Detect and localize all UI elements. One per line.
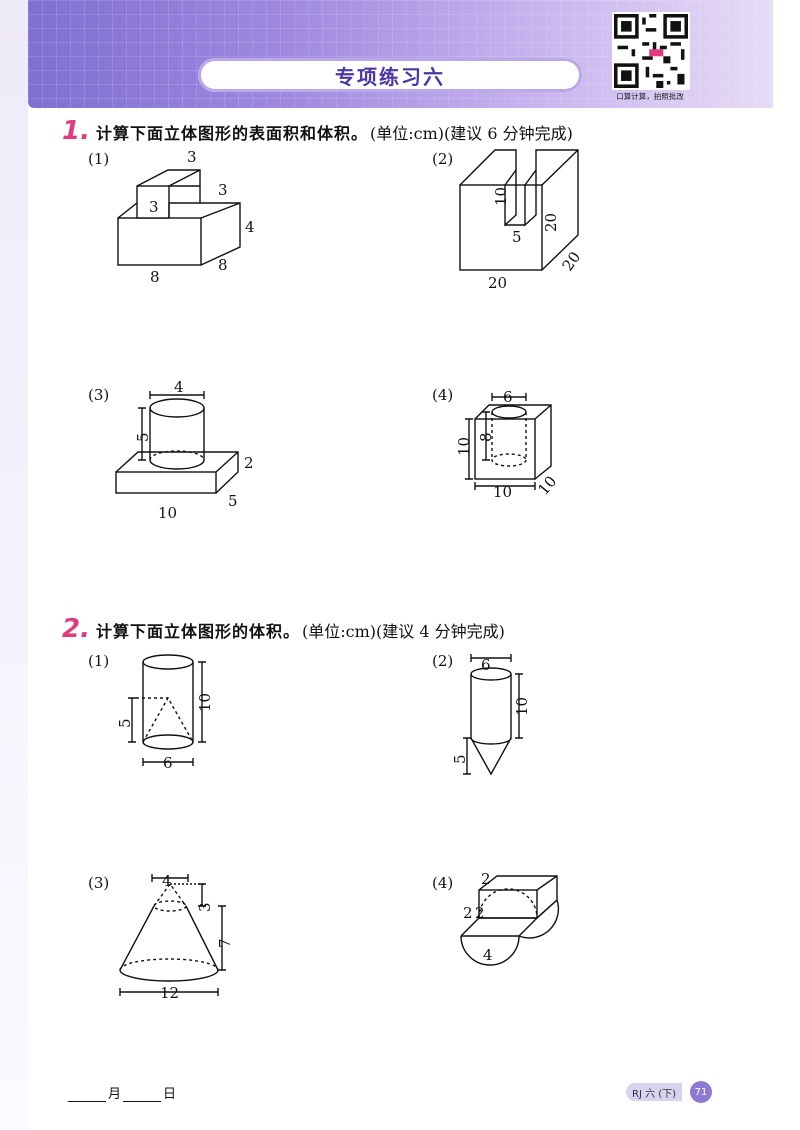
page-number: 71 bbox=[690, 1081, 712, 1103]
figure-label: (3) bbox=[88, 386, 110, 404]
dim-label: 20 bbox=[559, 248, 585, 274]
figure-stepped-prism: 3 3 3 4 8 8 bbox=[117, 148, 255, 286]
figure-label: (1) bbox=[88, 652, 110, 670]
dim-label: 5 bbox=[116, 718, 134, 728]
dim-label: 20 bbox=[488, 274, 507, 292]
dim-label: 8 bbox=[218, 256, 228, 274]
dim-label: 5 bbox=[228, 492, 238, 510]
dim-label: 10 bbox=[455, 437, 473, 456]
dim-label: 10 bbox=[158, 504, 177, 522]
figure-slotted-cube: 10 5 20 20 20 bbox=[459, 149, 585, 292]
dim-label: 4 bbox=[174, 378, 184, 396]
question-1-heading: 1. 计算下面立体图形的表面积和体积。 (单位:cm)(建议 6 分钟完成) bbox=[62, 116, 573, 146]
dim-label: 2 bbox=[475, 904, 485, 922]
dim-label: 12 bbox=[160, 984, 179, 1002]
dim-label: 20 bbox=[542, 213, 560, 232]
dim-label: 4 bbox=[483, 946, 493, 964]
dim-label: 10 bbox=[196, 693, 214, 712]
dim-label: 5 bbox=[451, 754, 469, 764]
dim-label: 6 bbox=[503, 388, 513, 406]
page-title: 专项练习六 bbox=[335, 64, 445, 89]
dim-label: 7 bbox=[216, 938, 234, 948]
dim-label: 3 bbox=[149, 198, 159, 216]
dim-label: 5 bbox=[512, 228, 522, 246]
figure-cylinder-on-cuboid: 4 5 2 5 10 bbox=[115, 378, 254, 522]
dim-label: 8 bbox=[150, 268, 160, 286]
question-1-note: (单位:cm)(建议 6 分钟完成) bbox=[369, 124, 573, 143]
figure-cylinder-minus-cone: 5 10 6 bbox=[116, 654, 214, 772]
question-1-number: 1. bbox=[62, 116, 90, 146]
figure-cube-with-hole: 6 8 10 10 10 bbox=[455, 388, 560, 501]
question-2-text: 计算下面立体图形的体积。 bbox=[95, 622, 300, 641]
figure-cuboid-half-cylinder: 2 2 2 4 bbox=[460, 870, 560, 966]
edition-tag: RJ 六 (下) bbox=[626, 1083, 683, 1101]
dim-label: 6 bbox=[481, 656, 491, 674]
dim-label: 4 bbox=[245, 218, 255, 236]
question-2-number: 2. bbox=[62, 614, 90, 644]
dim-label: 10 bbox=[513, 697, 531, 716]
dim-label: 8 bbox=[477, 432, 495, 442]
month-label: 月 bbox=[108, 1087, 122, 1102]
day-blank[interactable] bbox=[123, 1087, 162, 1102]
figure-label: (4) bbox=[432, 386, 454, 404]
dim-label: 2 bbox=[244, 454, 254, 472]
dim-label: 6 bbox=[163, 754, 173, 772]
question-2-heading: 2. 计算下面立体图形的体积。 (单位:cm)(建议 4 分钟完成) bbox=[62, 614, 505, 644]
date-footer: 月 日 bbox=[66, 1083, 176, 1102]
dim-label: 2 bbox=[463, 904, 473, 922]
dim-label: 3 bbox=[218, 181, 228, 199]
dim-label: 3 bbox=[187, 148, 197, 166]
dim-label: 5 bbox=[134, 432, 152, 442]
day-label: 日 bbox=[163, 1087, 177, 1102]
figure-frustum: 4 3 7 12 bbox=[119, 872, 234, 1002]
question-1-text: 计算下面立体图形的表面积和体积。 bbox=[95, 124, 368, 143]
figure-label: (2) bbox=[432, 150, 454, 168]
dim-label: 10 bbox=[493, 483, 512, 501]
figure-label: (2) bbox=[432, 652, 454, 670]
question-2-note: (单位:cm)(建议 4 分钟完成) bbox=[301, 622, 505, 641]
page-edge-strip bbox=[0, 0, 28, 1130]
dim-label: 4 bbox=[162, 872, 172, 890]
figure-label: (3) bbox=[88, 874, 110, 892]
dim-label: 3 bbox=[196, 902, 214, 912]
figure-label: (1) bbox=[88, 150, 110, 168]
qr-code-icon[interactable] bbox=[612, 12, 690, 90]
dim-label: 2 bbox=[481, 870, 491, 888]
figure-label: (4) bbox=[432, 874, 454, 892]
figure-cylinder-with-cone: 6 10 5 bbox=[451, 654, 531, 776]
page-title-pill: 专项练习六 bbox=[198, 58, 582, 92]
qr-caption: 口算计算，拍照批改 bbox=[616, 92, 684, 101]
month-blank[interactable] bbox=[68, 1087, 106, 1102]
dim-label: 10 bbox=[492, 187, 510, 206]
